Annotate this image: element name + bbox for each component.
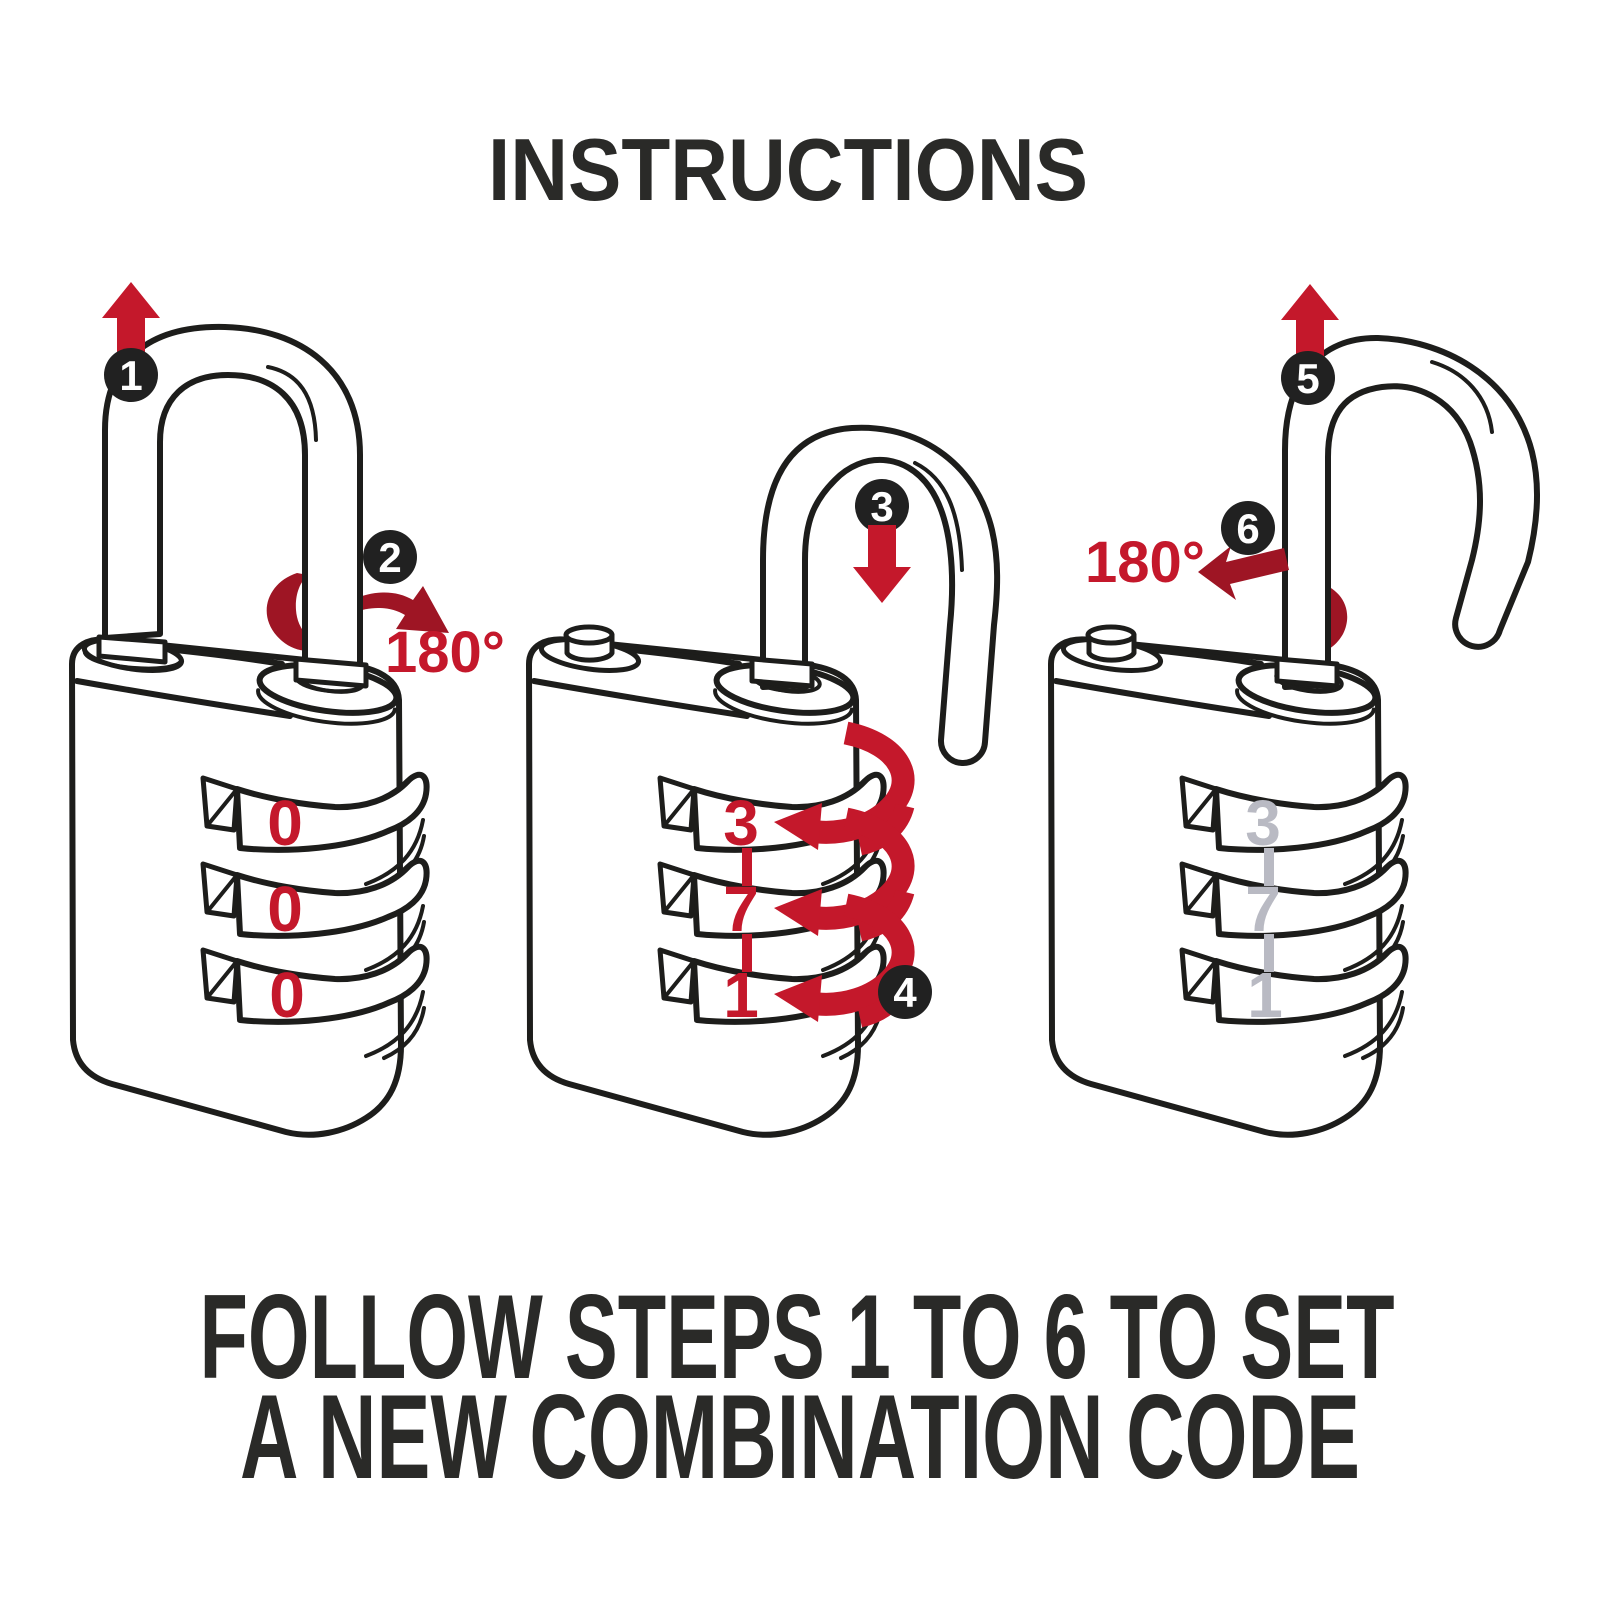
step-badge-2: 2 [363, 530, 417, 584]
dial-digit: 0 [267, 787, 303, 859]
rotate-180-swoosh-icon [266, 573, 449, 651]
svg-text:6: 6 [1236, 505, 1259, 552]
locking-peg [1088, 627, 1134, 660]
footer-line-2: A NEW COMBINATION CODE [240, 1370, 1360, 1504]
dial-digit: 0 [267, 873, 303, 945]
dial-digit: 7 [723, 873, 759, 945]
page-title: INSTRUCTIONS [488, 120, 1088, 219]
dial-digit: 7 [1245, 873, 1281, 945]
dial-digit: 0 [269, 959, 305, 1031]
svg-text:1: 1 [119, 352, 142, 399]
shackle-open-lifted [1282, 334, 1540, 690]
step-badge-5: 5 [1281, 351, 1335, 405]
padlock-step-1-2: 0 0 0 1 2 180° [72, 282, 505, 1135]
dial-digit: 1 [1247, 959, 1283, 1031]
svg-text:4: 4 [893, 969, 917, 1016]
dial-digit: 1 [723, 959, 759, 1031]
step-badge-3: 3 [855, 479, 909, 533]
padlock-step-5-6: 3 7 1 5 6 180° [1051, 284, 1540, 1135]
shackle-open [760, 424, 1001, 766]
dial-digit: 3 [723, 787, 759, 859]
push-down-arrow-icon [853, 525, 911, 603]
step-badge-4: 4 [878, 965, 932, 1019]
footer-line-1: FOLLOW STEPS 1 TO 6 TO SET [200, 1270, 1395, 1404]
step-badge-1: 1 [104, 348, 158, 402]
svg-text:5: 5 [1296, 355, 1319, 402]
rotation-angle-label: 180° [385, 620, 505, 685]
locking-peg [566, 627, 612, 660]
svg-text:2: 2 [378, 534, 401, 581]
padlock-step-3-4: 3 7 1 3 4 [529, 424, 1001, 1135]
rotate-back-arrow-icon [1198, 546, 1289, 600]
rotation-angle-label: 180° [1085, 530, 1205, 595]
step-badge-6: 6 [1221, 501, 1275, 555]
svg-text:3: 3 [870, 483, 893, 530]
dial-digit: 3 [1245, 787, 1281, 859]
